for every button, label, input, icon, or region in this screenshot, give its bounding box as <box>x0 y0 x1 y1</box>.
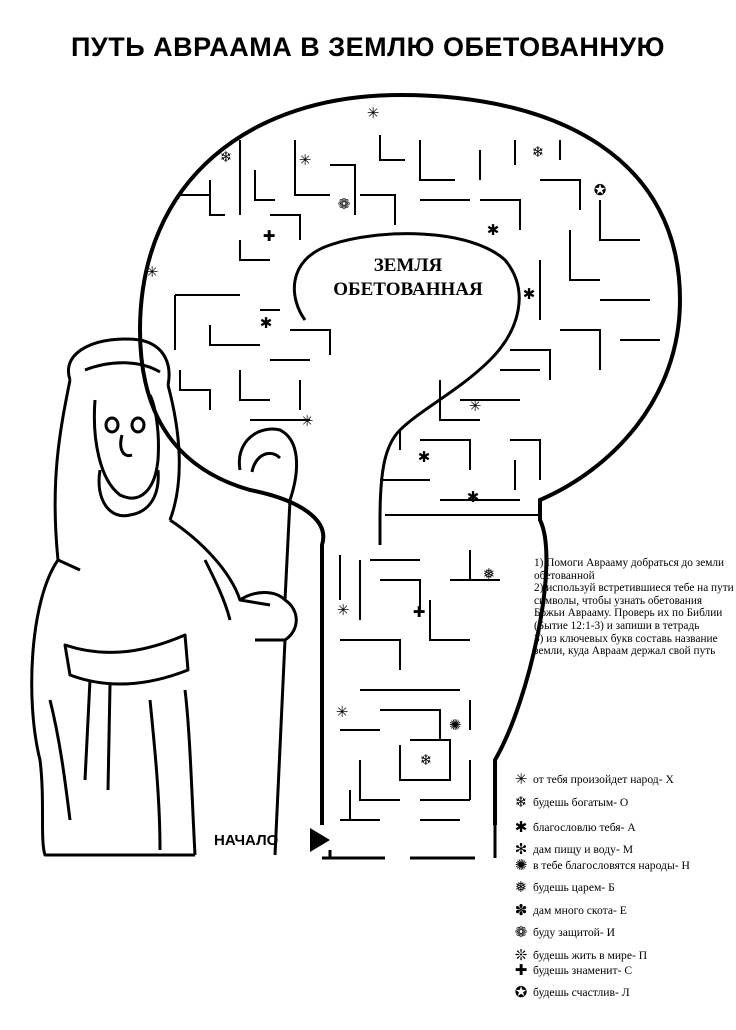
legend-text: будешь жить в мире- П <box>533 948 648 962</box>
instruction-1: 1) Помоги Аврааму добраться до земли обе… <box>534 557 725 582</box>
teardrop-asterisk-icon: ✻ <box>514 840 528 858</box>
legend-text: буду защитой- И <box>533 925 616 939</box>
instruction-2: 2) используй встретившиеся тебе на пути … <box>534 582 734 632</box>
heavy-asterisk-icon: ✱ <box>466 488 480 506</box>
legend-item: ✻ дам пищу и воду- М <box>512 840 633 858</box>
snowflake-icon: ❄ <box>419 751 433 769</box>
abraham-figure <box>30 337 299 857</box>
legend-item: ❁ буду защитой- И <box>512 923 615 941</box>
propeller-asterisk-icon: ❊ <box>514 946 528 964</box>
legend-text: от тебя произойдет народ- Х <box>533 772 674 786</box>
cross-icon: ✚ <box>514 961 528 979</box>
snowflake-icon: ❄ <box>219 148 233 166</box>
maze-bottom-wall <box>322 825 497 860</box>
start-arrow <box>310 828 330 852</box>
heavy-asterisk-icon: ✱ <box>417 448 431 466</box>
legend-item: ✱ благословлю тебя- А <box>512 818 636 836</box>
flower-icon: ❁ <box>337 195 351 213</box>
instruction-3: 3) из ключевых букв составь название зем… <box>534 632 718 658</box>
legend-item: ✽ дам много скота- Е <box>512 901 627 919</box>
asterisk-icon: ✳ <box>514 770 528 788</box>
instructions: 1) Помоги Аврааму добраться до земли обе… <box>534 557 734 658</box>
legend-text: будешь богатым- О <box>533 795 629 809</box>
legend-text: дам пищу и воду- М <box>533 842 634 856</box>
open-center-asterisk-icon: ✽ <box>514 901 528 919</box>
asterisk-icon: ✳ <box>300 412 314 430</box>
snowflake-icon: ❄ <box>514 793 528 811</box>
legend-item: ✪ будешь счастлив- Л <box>512 983 630 1001</box>
legend-text: будешь знаменит- С <box>533 963 633 977</box>
sixteen-point-asterisk-icon: ✺ <box>448 716 462 734</box>
ring-icon: ✪ <box>593 181 607 199</box>
legend-item: ✚ будешь знаменит- С <box>512 961 632 979</box>
ring-icon: ✪ <box>514 983 528 1001</box>
asterisk-icon: ✳ <box>298 151 312 169</box>
heavy-asterisk-icon: ✱ <box>259 314 273 332</box>
legend-item: ❊ будешь жить в мире- П <box>512 946 647 964</box>
sixteen-point-asterisk-icon: ✺ <box>514 856 528 874</box>
legend-item: ✳ от тебя произойдет народ- Х <box>512 770 674 788</box>
asterisk-icon: ✳ <box>145 263 159 281</box>
flower-icon: ❁ <box>514 923 528 941</box>
destination-label: ЗЕМЛЯ ОБЕТОВАННАЯ <box>318 254 498 302</box>
heavy-asterisk-icon: ✱ <box>522 285 536 303</box>
legend-text: дам много скота- Е <box>533 903 627 917</box>
legend-text: будешь царем- Б <box>533 880 615 894</box>
cross-icon: ✚ <box>262 227 276 245</box>
tight-snowflake-icon: ❅ <box>482 565 496 583</box>
heavy-asterisk-icon: ✱ <box>514 818 528 836</box>
tight-snowflake-icon: ❅ <box>514 878 528 896</box>
asterisk-icon: ✳ <box>336 601 350 619</box>
destination-line-2: ОБЕТОВАННАЯ <box>333 279 483 300</box>
asterisk-icon: ✳ <box>335 703 349 721</box>
heavy-asterisk-icon: ✱ <box>486 221 500 239</box>
maze-internal-walls <box>174 135 660 821</box>
legend-text: благословлю тебя- А <box>533 820 636 834</box>
legend-item: ❅ будешь царем- Б <box>512 878 615 896</box>
asterisk-icon: ✳ <box>468 397 482 415</box>
destination-line-1: ЗЕМЛЯ <box>373 255 443 276</box>
maze-outer-wall <box>137 92 683 825</box>
asterisk-icon: ✳ <box>366 104 380 122</box>
page-title: ПУТЬ АВРААМА В ЗЕМЛЮ ОБЕТОВАННУЮ <box>71 32 665 62</box>
legend-item: ❄ будешь богатым- О <box>512 793 629 811</box>
maze-inner-wall <box>293 232 521 545</box>
legend-item: ✺ в тебе благословятся народы- Н <box>512 856 690 874</box>
snowflake-icon: ❄ <box>531 143 545 161</box>
cross-icon: ✚ <box>412 603 426 621</box>
legend-text: в тебе благословятся народы- Н <box>533 858 690 872</box>
legend-text: будешь счастлив- Л <box>533 985 630 999</box>
start-label: НАЧАЛО <box>214 832 279 849</box>
